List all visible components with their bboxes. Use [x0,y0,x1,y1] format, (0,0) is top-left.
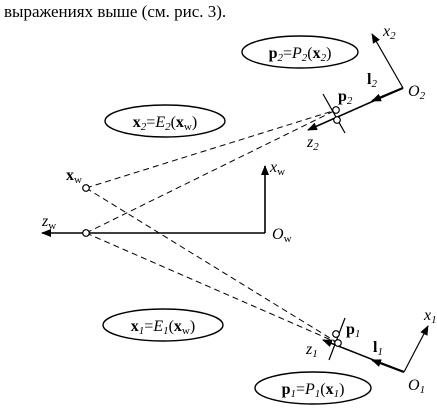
ellipse-p2-eq [241,35,359,69]
label-x1-axis: x1 [423,307,437,326]
point-p1b [332,330,340,338]
image-plane-1 [328,317,346,361]
x2-axis-line [371,33,404,89]
label-x2-axis: x2 [382,23,396,42]
label-xw-point: xw [66,167,82,186]
ellipse-x1-eq [102,308,224,342]
point-p2 [332,106,340,114]
ellipse-x2-eq [104,104,226,138]
ellipse-p1-eq [254,371,372,405]
ray-xw-to-p1 [85,187,339,344]
eq-p1: p1=P1(x1) [282,381,345,400]
label-l2: l2 [367,71,377,90]
label-xw-axis: xw [269,159,285,178]
point-zw [82,229,90,237]
label-p1: p1 [346,321,360,340]
l1-vector [371,358,405,374]
ray-zw-to-p1 [85,232,339,344]
label-z2: z2 [306,134,319,153]
eq-x1: x1=E1(xw) [131,318,195,337]
label-z1: z1 [305,341,318,360]
eq-p2: p2=P2(x2) [269,45,332,64]
label-p2: p2 [338,88,353,107]
point-p2b [333,116,341,124]
point-xw [82,184,90,192]
eq-x2: x2=E2(xw) [133,114,197,133]
ray-xw-to-p2 [85,109,337,189]
label-zw-axis: zw [41,213,56,232]
caption-text: выражениях выше (см. рис. 3). [4,2,227,21]
label-l1: l1 [373,339,383,358]
label-O2: O2 [408,83,426,102]
point-p1 [334,339,342,347]
label-Ow: Ow [272,226,292,245]
ray-zw-to-p2 [85,109,337,234]
x1-axis-line [403,325,429,373]
label-O1: O1 [408,377,425,396]
image-plane-2 [322,93,346,134]
l2-vector [371,86,404,103]
